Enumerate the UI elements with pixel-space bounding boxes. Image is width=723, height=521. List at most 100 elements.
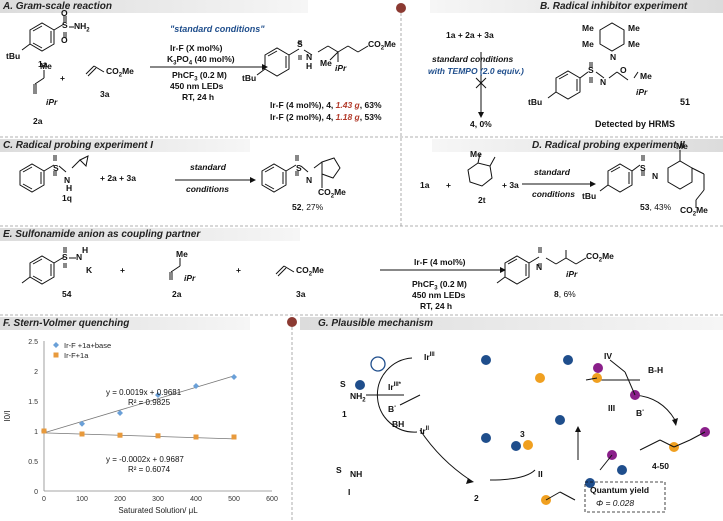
label-1a: 1a <box>38 59 48 69</box>
f-r1: R² = 0.9825 <box>128 398 171 407</box>
a-nh2: NH2 <box>74 21 90 34</box>
g-s-I: S <box>336 465 342 475</box>
b-detected: Detected by HRMS <box>595 119 676 129</box>
e-k: K <box>86 265 93 275</box>
d-plus: + <box>446 180 451 190</box>
g-nhdot: NH <box>350 469 363 479</box>
b-me-1: Me <box>582 23 594 33</box>
y-tick-label: 0 <box>34 489 38 496</box>
a-s-atom: S <box>62 20 68 30</box>
g-qy-title: Quantum yield <box>590 485 650 495</box>
panel-title-A: A. Gram-scale reaction <box>3 1 112 12</box>
c-prod-nh: N <box>306 175 313 185</box>
lightbulb-icon <box>370 356 386 372</box>
legend-marker-1 <box>53 342 59 348</box>
d-me-top: Me <box>676 141 688 151</box>
f-r2: R² = 0.6074 <box>128 465 171 474</box>
label-3a-e: 3a <box>296 289 306 299</box>
x-tick-label: 300 <box>152 496 164 503</box>
y-tick-label: 2 <box>34 369 38 376</box>
header-bar-D <box>432 139 723 152</box>
a-result-1: Ir-F (4 mol%), 4, 1.43 g, 63% <box>270 100 382 110</box>
label-2a: 2a <box>33 116 43 126</box>
b-tbu: tBu <box>528 97 543 107</box>
mechanism-atoms <box>355 355 710 505</box>
legend-marker-2 <box>53 352 59 358</box>
b-o-atom: O <box>620 65 627 75</box>
header-bar-A <box>0 0 308 13</box>
data-point-series-2 <box>155 433 161 439</box>
b-me-5: Me <box>640 71 652 81</box>
a-tbu-1a: tBu <box>6 51 21 61</box>
e-co2me: CO2Me <box>296 265 324 278</box>
x-tick-label: 200 <box>114 496 126 503</box>
a-cond-time: RT, 24 h <box>182 92 215 102</box>
x-axis-label: Saturated Solution/ μL <box>118 506 198 515</box>
g-label-3: 3 <box>520 429 525 439</box>
panel-title-D: D. Radical probing experiment II <box>532 140 685 151</box>
label-2t: 2t <box>478 195 486 205</box>
b-standard: standard conditions <box>432 54 514 64</box>
x-tick-label: 100 <box>76 496 88 503</box>
b-me-2: Me <box>582 39 594 49</box>
a-co2me-3a: CO2Me <box>106 66 134 79</box>
data-point-series-2 <box>117 432 123 438</box>
e-me: Me <box>176 249 188 259</box>
g-label-I: I <box>348 487 351 497</box>
g-bminus: B- <box>388 403 397 414</box>
quantum-yield-box <box>584 481 666 513</box>
b-nh: N <box>600 77 607 87</box>
d-tbu: tBu <box>582 191 597 201</box>
b-ipr: iPr <box>636 87 648 97</box>
e-plus-1: + <box>120 265 125 275</box>
a-prod-h: H <box>306 61 313 71</box>
c-prod-co2me: CO2Me <box>318 187 346 200</box>
d-3a: + 3a <box>502 180 519 190</box>
d-s-atom: S <box>640 163 646 173</box>
header-bar-F <box>0 317 250 330</box>
b-n-atom: N <box>610 52 617 62</box>
a-prod-me: Me <box>320 58 332 68</box>
b-me-3: Me <box>628 23 640 33</box>
d-nh: N <box>652 171 659 181</box>
y-tick-label: 2.5 <box>28 339 38 346</box>
c-nh: N <box>64 175 71 185</box>
d-prod-co2me: CO2Me <box>680 205 708 218</box>
x-tick-label: 500 <box>228 496 240 503</box>
g-bh: BH <box>392 419 405 429</box>
d-prod-label: 53, 43% <box>640 202 672 212</box>
data-point-series-1 <box>193 383 199 389</box>
e-cond-irf: Ir-F (4 mol%) <box>414 257 466 267</box>
g-ir3star: IrIII* <box>388 381 402 392</box>
y-tick-label: 1.5 <box>28 399 38 406</box>
panel-title-F: F. Stern-Volmer quenching <box>3 318 130 329</box>
g-nh2: NH2 <box>350 391 366 404</box>
g-label-III: III <box>608 403 616 413</box>
a-prod-tbu: tBu <box>242 73 257 83</box>
e-ipr: iPr <box>184 273 196 283</box>
b-tempo: with TEMPO (2.0 equiv.) <box>428 66 524 76</box>
data-point-series-1 <box>117 410 123 416</box>
c-h: H <box>66 183 73 193</box>
c-reactants: + 2a + 3a <box>100 173 136 183</box>
c-standard: standard <box>190 162 226 172</box>
label-54: 54 <box>62 289 72 299</box>
e-cond-time: RT, 24 h <box>420 301 453 311</box>
e-prod-nh: N <box>536 262 543 272</box>
b-reactants: 1a + 2a + 3a <box>446 30 494 40</box>
trendline-2 <box>43 432 235 440</box>
a-cond-base: K3PO4 (40 mol%) <box>167 54 235 67</box>
data-point-series-2 <box>231 434 237 440</box>
g-label-2: 2 <box>474 493 479 503</box>
d-1a: 1a <box>420 180 430 190</box>
a-prod-ipr: iPr <box>335 63 347 73</box>
g-ir2: IrII <box>420 425 430 436</box>
e-prod-ipr: iPr <box>566 269 578 279</box>
f-eq2: y = -0.0002x + 0.9687 <box>106 455 184 464</box>
label-2a-e: 2a <box>172 289 182 299</box>
data-point-series-2 <box>41 428 47 434</box>
legend-label-1: Ir-F +1a+base <box>64 341 111 350</box>
c-prod-s: S <box>296 163 302 173</box>
